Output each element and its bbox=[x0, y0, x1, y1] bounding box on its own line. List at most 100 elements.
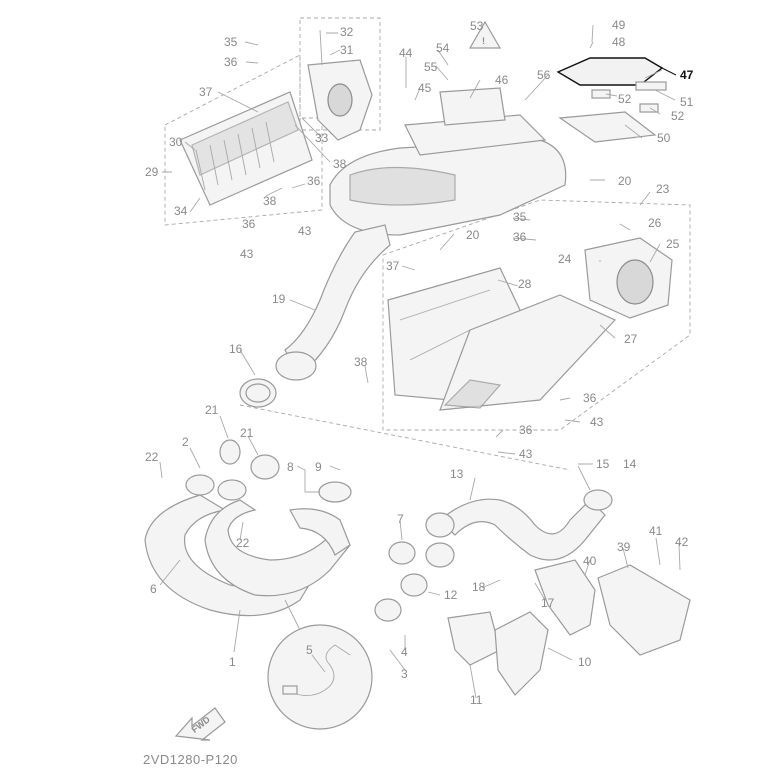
callout-49[interactable]: 49 bbox=[612, 18, 626, 32]
callout-26[interactable]: 26 bbox=[648, 216, 662, 230]
callout-23[interactable]: 23 bbox=[656, 182, 670, 196]
callout-21-a[interactable]: 21 bbox=[205, 403, 219, 417]
callout-21-b[interactable]: 21 bbox=[240, 426, 254, 440]
clamp-21[interactable] bbox=[219, 439, 280, 480]
callout-42[interactable]: 42 bbox=[675, 535, 689, 549]
gasket-12[interactable] bbox=[400, 573, 428, 597]
gasket-4[interactable] bbox=[374, 598, 402, 622]
pipe-13[interactable] bbox=[425, 489, 613, 568]
callout-13[interactable]: 13 bbox=[450, 467, 464, 481]
gasket-16[interactable] bbox=[239, 378, 277, 408]
callout-3[interactable]: 3 bbox=[401, 667, 408, 681]
callout-46[interactable]: 46 bbox=[495, 73, 509, 87]
callout-43-a[interactable]: 43 bbox=[298, 224, 312, 238]
callout-52-a[interactable]: 52 bbox=[618, 92, 632, 106]
gasket-7[interactable] bbox=[388, 541, 416, 565]
callout-36-b[interactable]: 36 bbox=[307, 174, 321, 188]
callout-36-a[interactable]: 36 bbox=[224, 55, 238, 69]
heat-shield-30[interactable] bbox=[179, 91, 313, 206]
callout-19[interactable]: 19 bbox=[272, 292, 286, 306]
callout-17[interactable]: 17 bbox=[541, 596, 555, 610]
callout-24[interactable]: 24 bbox=[558, 252, 572, 266]
damper-52[interactable] bbox=[591, 89, 659, 113]
callout-20-b[interactable]: 20 bbox=[466, 228, 480, 242]
callout-35-b[interactable]: 35 bbox=[513, 210, 527, 224]
callout-48[interactable]: 48 bbox=[612, 35, 626, 49]
warning-label-53[interactable]: ! bbox=[468, 20, 502, 49]
callout-14[interactable]: 14 bbox=[623, 457, 637, 471]
callout-50[interactable]: 50 bbox=[657, 131, 671, 145]
warning-icon: ! bbox=[482, 36, 485, 46]
end-cap-25[interactable] bbox=[584, 237, 673, 319]
callout-36-d[interactable]: 36 bbox=[513, 230, 527, 244]
muffler-24[interactable] bbox=[439, 294, 617, 411]
group-box-bracket bbox=[299, 17, 381, 131]
callout-4[interactable]: 4 bbox=[401, 645, 408, 659]
callout-38-b[interactable]: 38 bbox=[263, 194, 277, 208]
callout-38-a[interactable]: 38 bbox=[333, 157, 347, 171]
callout-51[interactable]: 51 bbox=[680, 95, 694, 109]
callout-12[interactable]: 12 bbox=[444, 588, 458, 602]
callout-54[interactable]: 54 bbox=[436, 41, 450, 55]
callout-18[interactable]: 18 bbox=[472, 580, 486, 594]
callout-45[interactable]: 45 bbox=[418, 81, 432, 95]
callout-37-b[interactable]: 37 bbox=[386, 259, 400, 273]
callout-36-f[interactable]: 36 bbox=[519, 423, 533, 437]
upper-muffler-body[interactable] bbox=[329, 114, 567, 236]
callout-40[interactable]: 40 bbox=[583, 554, 597, 568]
callout-55[interactable]: 55 bbox=[424, 60, 438, 74]
callout-33[interactable]: 33 bbox=[315, 131, 329, 145]
callout-47[interactable]: 47 bbox=[680, 68, 694, 82]
callout-28[interactable]: 28 bbox=[518, 277, 532, 291]
callout-labels: 1 2 3 4 5 6 7 8 9 10 11 12 13 14 15 16 1… bbox=[145, 18, 694, 707]
callout-22-b[interactable]: 22 bbox=[236, 536, 250, 550]
callout-31[interactable]: 31 bbox=[340, 43, 354, 57]
clamp-8[interactable] bbox=[318, 481, 352, 503]
callout-2[interactable]: 2 bbox=[182, 435, 189, 449]
callout-34[interactable]: 34 bbox=[174, 204, 188, 218]
callout-6[interactable]: 6 bbox=[150, 582, 157, 596]
callout-39[interactable]: 39 bbox=[617, 540, 631, 554]
callout-53[interactable]: 53 bbox=[470, 19, 484, 33]
exhaust-pipe-19[interactable] bbox=[275, 224, 391, 381]
callout-25[interactable]: 25 bbox=[666, 237, 680, 251]
callout-16[interactable]: 16 bbox=[229, 342, 243, 356]
callout-52-b[interactable]: 52 bbox=[671, 109, 685, 123]
cover-10[interactable] bbox=[494, 611, 549, 696]
callout-37-a[interactable]: 37 bbox=[199, 85, 213, 99]
damper-51[interactable] bbox=[635, 81, 667, 91]
callout-36-e[interactable]: 36 bbox=[583, 391, 597, 405]
bracket-31[interactable] bbox=[307, 29, 373, 141]
callout-9[interactable]: 9 bbox=[315, 460, 322, 474]
cover-39[interactable] bbox=[597, 564, 691, 656]
callout-56[interactable]: 56 bbox=[537, 68, 551, 82]
cover-40[interactable] bbox=[534, 559, 596, 636]
callout-20-a[interactable]: 20 bbox=[618, 174, 632, 188]
callout-10[interactable]: 10 bbox=[578, 655, 592, 669]
callout-29[interactable]: 29 bbox=[145, 165, 159, 179]
callout-30[interactable]: 30 bbox=[169, 135, 183, 149]
heat-protector-47[interactable] bbox=[556, 57, 664, 86]
callout-32[interactable]: 32 bbox=[340, 25, 354, 39]
exhaust-header-1[interactable] bbox=[144, 474, 351, 617]
callout-44[interactable]: 44 bbox=[399, 46, 413, 60]
callout-27[interactable]: 27 bbox=[624, 332, 638, 346]
callout-43-c[interactable]: 43 bbox=[590, 415, 604, 429]
cover-50[interactable] bbox=[558, 111, 657, 143]
callout-38-c[interactable]: 38 bbox=[354, 355, 368, 369]
callout-22-a[interactable]: 22 bbox=[145, 450, 159, 464]
callout-7[interactable]: 7 bbox=[397, 512, 404, 526]
bracket-46[interactable] bbox=[439, 87, 506, 126]
callout-43-d[interactable]: 43 bbox=[519, 447, 533, 461]
callout-43-b[interactable]: 43 bbox=[240, 247, 254, 261]
callout-15[interactable]: 15 bbox=[596, 457, 610, 471]
callout-41[interactable]: 41 bbox=[649, 524, 663, 538]
callout-1[interactable]: 1 bbox=[229, 655, 236, 669]
o2-sensor-inset bbox=[267, 599, 373, 730]
callout-36-c[interactable]: 36 bbox=[242, 217, 256, 231]
callout-5[interactable]: 5 bbox=[306, 643, 313, 657]
callout-11[interactable]: 11 bbox=[470, 693, 483, 707]
cover-11[interactable] bbox=[447, 611, 501, 666]
callout-35-a[interactable]: 35 bbox=[224, 35, 238, 49]
callout-8[interactable]: 8 bbox=[287, 460, 294, 474]
